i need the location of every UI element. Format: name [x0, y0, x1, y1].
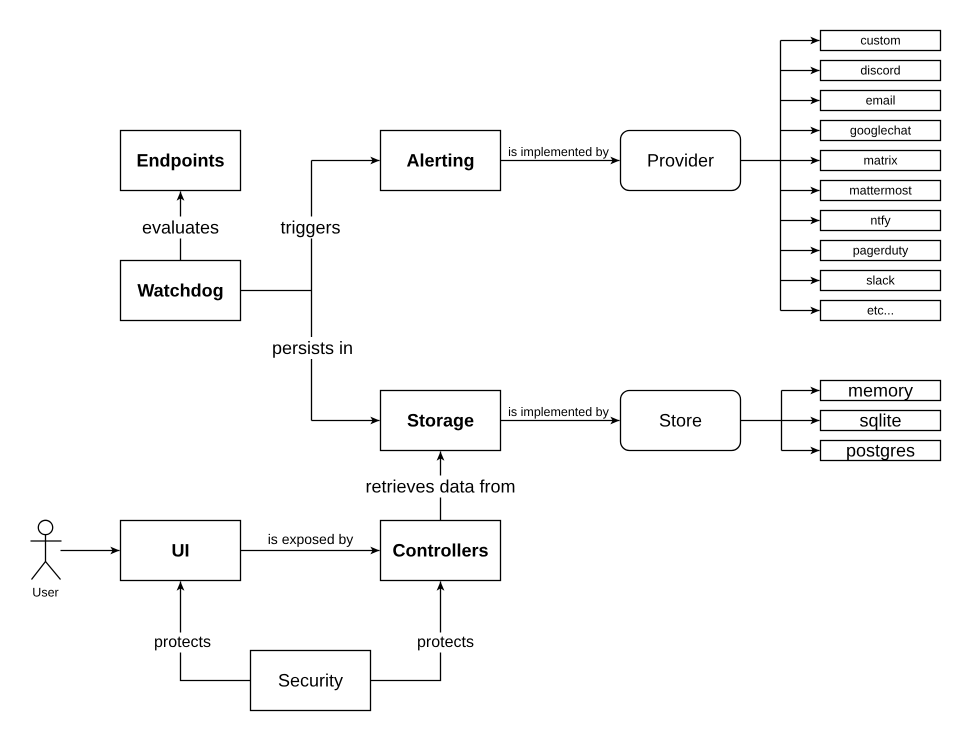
svg-text:memory: memory: [848, 381, 913, 401]
svg-text:Watchdog: Watchdog: [137, 281, 223, 301]
svg-text:is exposed by: is exposed by: [268, 531, 354, 547]
svg-text:protects: protects: [154, 634, 211, 651]
svg-text:ntfy: ntfy: [870, 214, 891, 228]
svg-text:Alerting: Alerting: [406, 151, 474, 171]
svg-text:slack: slack: [866, 274, 895, 288]
svg-text:Endpoints: Endpoints: [137, 151, 225, 171]
svg-text:Controllers: Controllers: [392, 541, 488, 561]
svg-text:persists in: persists in: [272, 338, 353, 358]
svg-text:is implemented by: is implemented by: [508, 145, 609, 159]
svg-text:Provider: Provider: [647, 151, 714, 171]
svg-text:User: User: [32, 586, 58, 600]
svg-text:Storage: Storage: [407, 411, 474, 431]
svg-text:is implemented by: is implemented by: [508, 405, 609, 419]
svg-text:etc...: etc...: [867, 304, 894, 318]
svg-text:UI: UI: [172, 541, 190, 561]
svg-text:sqlite: sqlite: [859, 411, 901, 431]
svg-text:retrieves data from: retrieves data from: [365, 477, 515, 497]
svg-text:evaluates: evaluates: [142, 218, 219, 238]
svg-text:postgres: postgres: [846, 441, 915, 461]
svg-text:Security: Security: [278, 671, 343, 691]
svg-text:pagerduty: pagerduty: [853, 244, 909, 258]
svg-text:protects: protects: [417, 634, 474, 651]
svg-text:triggers: triggers: [280, 218, 340, 238]
svg-text:matrix: matrix: [863, 154, 898, 168]
svg-text:email: email: [866, 94, 896, 108]
svg-text:discord: discord: [860, 64, 900, 78]
svg-text:mattermost: mattermost: [849, 184, 912, 198]
svg-text:Store: Store: [659, 411, 702, 431]
svg-text:googlechat: googlechat: [850, 124, 912, 138]
svg-text:custom: custom: [860, 34, 900, 48]
